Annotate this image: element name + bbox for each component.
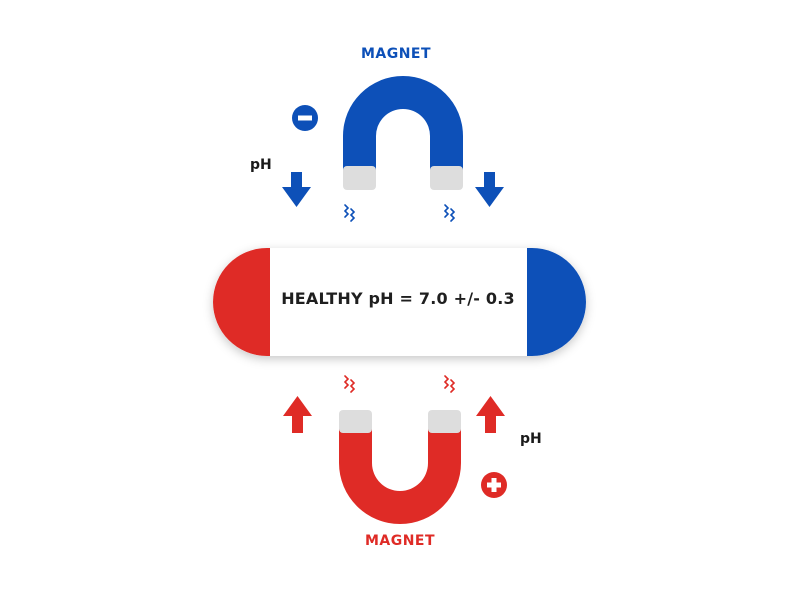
top-ph-label: pH: [250, 157, 272, 173]
capsule-right-cap: [527, 248, 586, 356]
ph-capsule: [213, 248, 586, 356]
plus-circle-icon: [481, 472, 507, 498]
bottom-ph-label: pH: [520, 431, 542, 447]
capsule-left-cap: [213, 248, 270, 356]
energy-wave-icon: [343, 204, 356, 222]
bottom-magnet-left-tip: [339, 410, 372, 433]
bottom-magnet-right-tip: [428, 410, 461, 433]
energy-wave-icon: [343, 375, 356, 393]
top-magnet-label: MAGNET: [360, 46, 432, 62]
arrow-down-icon: [475, 172, 504, 207]
minus-circle-icon: [292, 105, 318, 131]
top-magnet-body: [343, 76, 463, 173]
capsule-body: [213, 248, 586, 356]
top-magnet-right-tip: [430, 166, 463, 190]
bottom-magnet: [339, 410, 461, 524]
arrow-down-icon: [282, 172, 311, 207]
arrow-up-icon: [283, 396, 312, 433]
energy-wave-icon: [443, 204, 456, 222]
energy-wave-icon: [443, 375, 456, 393]
arrow-up-icon: [476, 396, 505, 433]
bottom-magnet-body: [339, 425, 461, 524]
capsule-text: HEALTHY pH = 7.0 +/- 0.3: [281, 289, 515, 308]
top-magnet-left-tip: [343, 166, 376, 190]
top-magnet: [343, 76, 463, 190]
bottom-magnet-label: MAGNET: [364, 533, 436, 549]
